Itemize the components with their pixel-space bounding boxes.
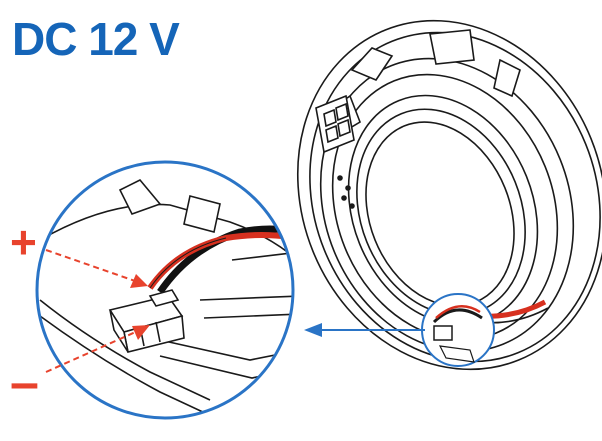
- socket-block: [315, 94, 355, 154]
- voltage-title: DC 12 V: [12, 13, 180, 65]
- negative-marker: [45, 325, 150, 373]
- power-connector-small: [421, 293, 495, 367]
- detail-magnifier: [35, 160, 295, 420]
- callout-arrow: [304, 323, 425, 337]
- negative-label: –: [10, 354, 39, 412]
- positive-marker: [45, 249, 148, 288]
- ring-housing: [296, 19, 602, 371]
- positive-label: +: [10, 216, 37, 268]
